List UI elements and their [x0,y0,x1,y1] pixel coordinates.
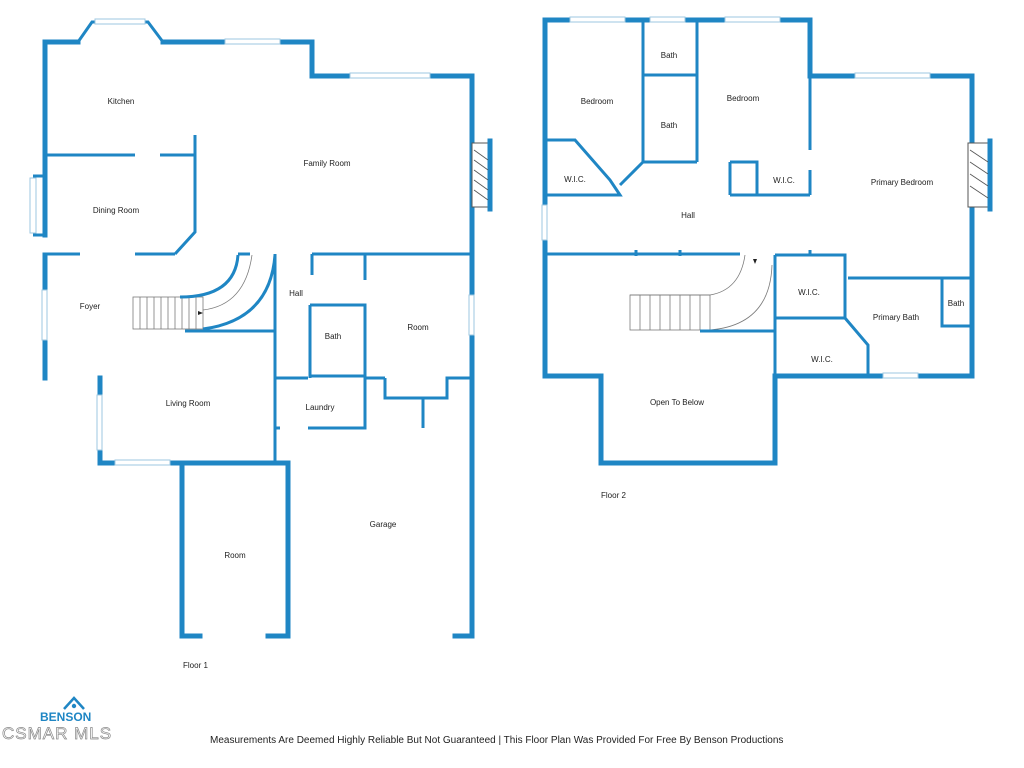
logo-mls-text: CSMAR MLS [2,724,113,744]
benson-logo: BENSON CSMAR MLS [0,690,140,745]
label-room-east: Room [407,323,429,332]
floor-2-stairs [545,252,773,331]
label-primary-bath: Primary Bath [873,313,919,322]
label-family-room: Family Room [303,159,350,168]
footer-disclaimer: Measurements Are Deemed Highly Reliable … [210,735,784,746]
label-primary-bedroom: Primary Bedroom [871,178,934,187]
label-wic-primary-upper: W.I.C. [798,288,820,297]
floor-1-plan [29,18,493,639]
label-wic-center: W.I.C. [773,176,795,185]
label-wic-west: W.I.C. [564,175,586,184]
label-garage: Garage [370,520,397,529]
floor-2-plan [541,16,993,466]
label-bath-floor1: Bath [325,332,341,341]
logo-brand-text: BENSON [40,710,92,724]
label-bath-top: Bath [661,51,677,60]
label-bedroom-center: Bedroom [727,94,760,103]
house-roof-icon [63,696,85,710]
label-open-to-below: Open To Below [650,398,704,407]
label-bath-mid: Bath [661,121,677,130]
floor-1-label: Floor 1 [183,661,208,670]
label-hall-floor2: Hall [681,211,695,220]
label-bath-primary: Bath [948,299,964,308]
label-laundry: Laundry [306,403,335,412]
label-room-south: Room [224,551,246,560]
label-kitchen: Kitchen [108,97,135,106]
label-living-room: Living Room [166,399,211,408]
label-dining-room: Dining Room [93,206,140,215]
label-foyer: Foyer [80,302,101,311]
label-wic-primary-lower: W.I.C. [811,355,833,364]
label-bedroom-west: Bedroom [581,97,614,106]
floor-2-label: Floor 2 [601,491,626,500]
label-hall-floor1: Hall [289,289,303,298]
floor-1-stairs [132,254,277,331]
